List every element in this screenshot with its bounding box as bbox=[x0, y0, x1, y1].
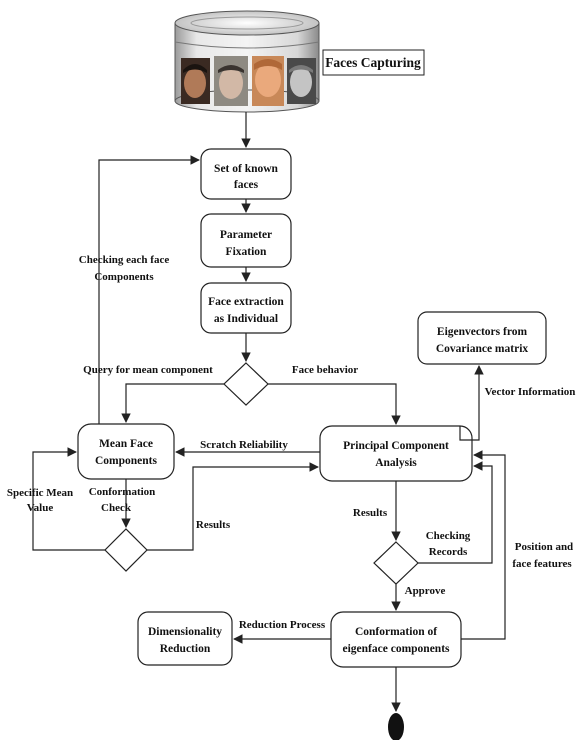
label-position-features-1: Position and bbox=[515, 541, 573, 553]
decision-diamond-mean bbox=[104, 528, 148, 572]
label-query-mean: Query for mean component bbox=[83, 364, 213, 376]
dimensionality-label-1: Dimensionality bbox=[148, 626, 222, 638]
arrow-checking-records bbox=[418, 461, 493, 564]
conformation-eigen-label-2: eigenface components bbox=[343, 643, 451, 655]
arrow-face-behavior bbox=[268, 383, 401, 425]
decision-diamond-records bbox=[373, 541, 419, 585]
dimensionality-label-2: Reduction bbox=[160, 643, 211, 655]
label-checking-records-2: Records bbox=[429, 546, 468, 558]
label-approve: Approve bbox=[405, 585, 446, 597]
label-results-pca: Results bbox=[353, 507, 388, 519]
label-conformation-check-1: Conformation bbox=[89, 486, 156, 498]
eigenvectors-label-1: Eigenvectors from bbox=[437, 326, 528, 338]
node-dimensionality: Dimensionality Reduction bbox=[137, 611, 233, 666]
face-extraction-label-2: as Individual bbox=[214, 313, 278, 325]
face-photo-1 bbox=[181, 58, 210, 104]
faces-capturing-box: Faces Capturing bbox=[322, 49, 425, 76]
label-scratch-reliability: Scratch Reliability bbox=[200, 439, 288, 451]
arrow-results-left bbox=[147, 462, 319, 551]
known-faces-label-2: faces bbox=[234, 179, 259, 191]
arrow-query-mean bbox=[121, 383, 224, 423]
parameter-label-2: Fixation bbox=[226, 246, 267, 258]
label-specific-mean-1: Specific Mean bbox=[7, 487, 73, 499]
label-specific-mean-2: Value bbox=[27, 502, 54, 514]
end-terminator bbox=[388, 713, 404, 740]
node-parameter-fixation: Parameter Fixation bbox=[200, 213, 292, 268]
label-results-left: Results bbox=[196, 519, 231, 531]
label-checking-records-1: Checking bbox=[426, 530, 471, 542]
arrow-checking-components bbox=[98, 155, 200, 424]
node-eigenvectors: Eigenvectors from Covariance matrix bbox=[417, 311, 547, 365]
arrow-position-features bbox=[461, 450, 506, 640]
label-checking-components-2: Components bbox=[94, 271, 154, 283]
parameter-label-1: Parameter bbox=[220, 229, 272, 241]
label-reduction-process: Reduction Process bbox=[239, 619, 326, 631]
eigenvectors-label-2: Covariance matrix bbox=[436, 343, 529, 355]
conformation-eigen-label-1: Conformation of bbox=[355, 626, 437, 638]
pca-label-2: Analysis bbox=[375, 457, 417, 469]
face-photo-4 bbox=[287, 58, 316, 104]
face-photos bbox=[181, 56, 316, 106]
node-conformation-eigen: Conformation of eigenface components bbox=[330, 611, 462, 668]
label-vector-information: Vector Information bbox=[485, 386, 576, 398]
face-photo-3 bbox=[252, 56, 284, 106]
mean-face-label-1: Mean Face bbox=[99, 438, 153, 450]
pca-label-1: Principal Component bbox=[343, 440, 449, 452]
label-checking-components-1: Checking each face bbox=[79, 254, 170, 266]
node-face-extraction: Face extraction as Individual bbox=[200, 282, 292, 334]
arrow-specific-mean bbox=[32, 447, 105, 551]
node-pca: Principal Component Analysis bbox=[319, 425, 473, 482]
label-face-behavior: Face behavior bbox=[292, 364, 358, 376]
label-position-features-2: face features bbox=[512, 558, 572, 570]
face-extraction-label-1: Face extraction bbox=[208, 296, 284, 308]
faces-capturing-title: Faces Capturing bbox=[325, 55, 421, 70]
node-mean-face: Mean Face Components bbox=[77, 423, 175, 480]
known-faces-label-1: Set of known bbox=[214, 163, 279, 175]
label-conformation-check-2: Check bbox=[101, 502, 132, 514]
mean-face-label-2: Components bbox=[95, 455, 158, 467]
decision-diamond-face bbox=[223, 362, 269, 406]
face-photo-2 bbox=[214, 56, 248, 106]
node-known-faces: Set of known faces bbox=[200, 148, 292, 200]
arrow-vector-information bbox=[459, 365, 484, 441]
